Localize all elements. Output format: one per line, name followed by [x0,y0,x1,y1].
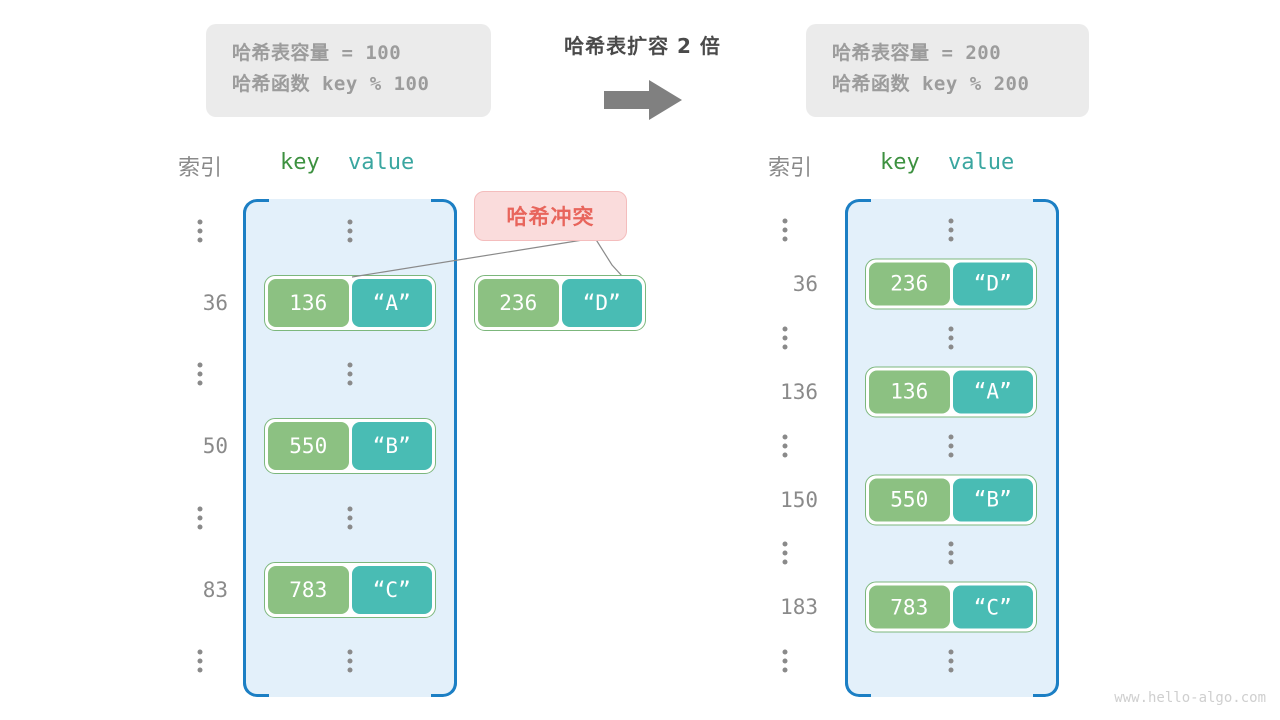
colliding-entry: 236 “D” [474,275,646,331]
left-header-value: value [348,150,415,175]
index-ellipsis-dots [197,362,203,386]
index-ellipsis-dots [197,219,203,243]
entry-key: 236 [869,262,950,306]
colliding-entry-value: “D” [561,279,642,327]
diagram-title: 哈希表扩容 2 倍 [564,34,721,58]
watermark: www.hello-algo.com [1114,690,1266,706]
hash-config-box-before: 哈希表容量 = 100 哈希函数 key % 100 [206,24,491,117]
index-label: 150 [780,487,818,512]
index-ellipsis-dots [782,434,788,458]
left-header-key: key [280,150,320,175]
index-ellipsis-dots [782,218,788,242]
table-ellipsis-dots [948,326,954,350]
index-ellipsis-dots [197,506,203,530]
index-label: 36 [792,271,818,296]
right-header-value: value [948,150,1015,175]
index-label: 183 [780,595,818,620]
entry-key: 783 [869,585,950,629]
collision-callout: 哈希冲突 [474,191,627,241]
entry-value: “B” [952,478,1033,521]
index-ellipsis-dots [197,649,203,673]
index-ellipsis-dots [782,326,788,350]
entry-value: “B” [351,422,432,471]
entry-key: 550 [268,422,349,471]
right-header-key: key [880,150,920,175]
colliding-entry-key: 236 [478,279,559,327]
table-ellipsis-dots [347,362,353,386]
entry-key: 550 [869,478,950,521]
entry-value: “A” [952,370,1033,414]
index-ellipsis-dots [782,541,788,565]
entry-value: “C” [351,565,432,614]
entry-value: “D” [952,262,1033,306]
table-entry: 136“A” [865,366,1037,418]
table-ellipsis-dots [948,541,954,565]
table-entry: 550“B” [264,418,436,475]
capacity-after-label: 哈希表容量 = 200 [832,42,1002,64]
index-label: 50 [202,434,228,459]
table-ellipsis-dots [347,506,353,530]
left-header-index: 索引 [177,156,222,181]
hash-config-box-after: 哈希表容量 = 200 哈希函数 key % 200 [806,24,1089,117]
entry-key: 136 [268,278,349,327]
entry-key: 136 [869,370,950,414]
table-entry: 783“C” [264,561,436,618]
table-ellipsis-dots [948,649,954,673]
table-entry: 236“D” [865,258,1037,310]
index-label: 36 [202,290,228,315]
entry-value: “A” [351,278,432,327]
index-ellipsis-dots [782,649,788,673]
table-ellipsis-dots [948,218,954,242]
hash-function-after-label: 哈希函数 key % 200 [832,72,1030,95]
entry-value: “C” [952,585,1033,629]
index-label: 83 [202,577,228,602]
capacity-before-label: 哈希表容量 = 100 [232,42,402,64]
hash-function-before-label: 哈希函数 key % 100 [232,72,430,95]
index-label: 136 [780,379,818,404]
table-entry: 783“C” [865,581,1037,633]
table-ellipsis-dots [347,219,353,243]
right-header-index: 索引 [767,156,812,181]
table-entry: 136“A” [264,274,436,331]
entry-key: 783 [268,565,349,614]
right-arrow-icon [604,80,682,120]
table-ellipsis-dots [948,434,954,458]
table-ellipsis-dots [347,649,353,673]
table-entry: 550“B” [865,474,1037,525]
